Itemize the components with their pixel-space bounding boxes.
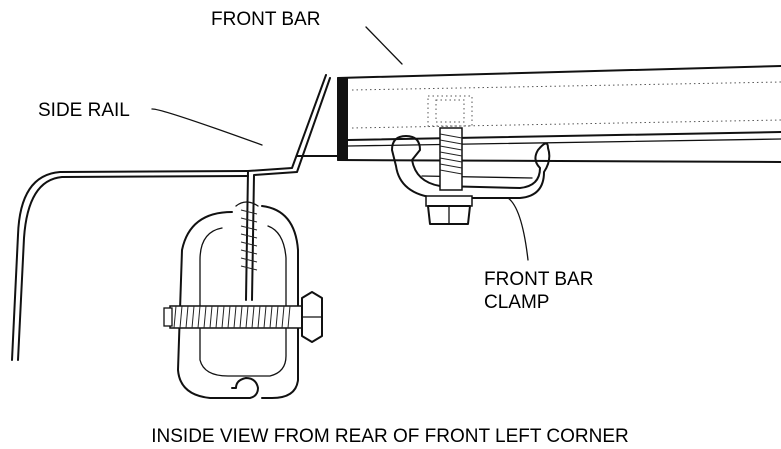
label-front-bar-clamp-line2: CLAMP	[484, 292, 549, 313]
label-side-rail: SIDE RAIL	[38, 100, 130, 121]
front-bar-clamp	[391, 95, 551, 225]
side-rail-clamp	[163, 201, 323, 399]
caption: INSIDE VIEW FROM REAR OF FRONT LEFT CORN…	[151, 426, 629, 447]
front-bar-leader	[365, 26, 403, 65]
label-front-bar-clamp-line1: FRONT BAR	[484, 269, 593, 290]
side-rail-leader	[151, 108, 263, 146]
front-bar	[337, 65, 781, 163]
label-front-bar: FRONT BAR	[211, 9, 320, 30]
front-bar-clamp-leader	[507, 197, 529, 261]
leader-lines	[151, 26, 529, 261]
